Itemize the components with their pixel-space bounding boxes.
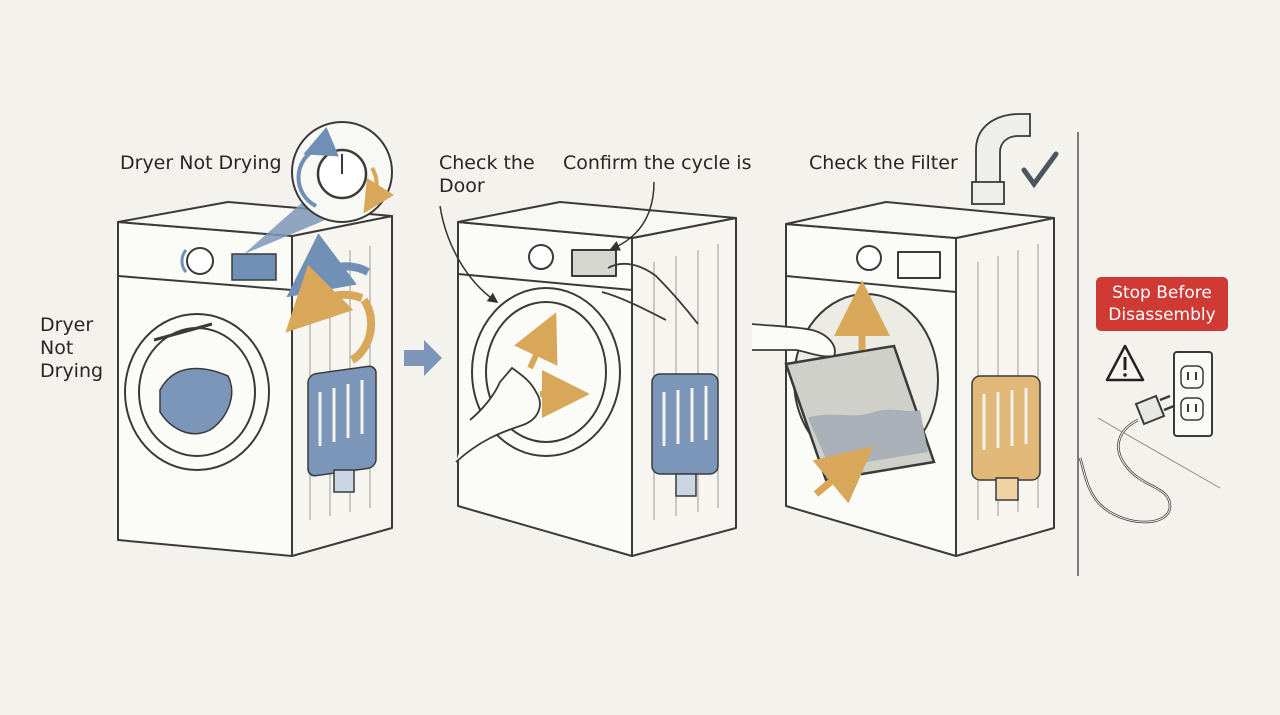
stop-before-disassembly-badge: Stop Before Disassembly: [1096, 277, 1228, 331]
dial-knob-icon: [180, 247, 277, 281]
confirm-cycle-label: Confirm the cycle is: [563, 152, 752, 174]
stop-badge-line-2: Disassembly: [1108, 305, 1216, 325]
panel1-side-label: Dryer Not Drying: [40, 314, 103, 383]
warning-triangle-icon: [1105, 344, 1145, 382]
checkmark-icon: [1021, 151, 1059, 189]
right-arrow-icon: [404, 340, 442, 376]
check-door-label: Check the Door: [439, 152, 535, 198]
panel1-title: Dryer Not Drying: [120, 152, 282, 174]
hand-icon: [751, 323, 836, 358]
airflow-arrow-icon: [812, 280, 890, 504]
laundry-icon: [153, 322, 233, 435]
stop-badge-line-1: Stop Before: [1112, 283, 1212, 303]
panel1-side-line-3: Drying: [40, 360, 104, 382]
cycle-leader-line: [609, 181, 655, 251]
wall-outlet-icon: [1173, 351, 1213, 437]
rotation-arrow-icon: [285, 233, 376, 364]
hand-icon: [455, 262, 699, 463]
heating-element-icon: [307, 365, 377, 493]
panel1-side-line-1: Dryer: [40, 314, 94, 336]
heating-element-icon: [651, 373, 719, 497]
panel1-side-line-2: Not: [40, 337, 74, 359]
arrow-icon: [514, 312, 590, 418]
check-door-line-2: Door: [439, 175, 485, 197]
heating-element-icon: [971, 375, 1041, 501]
floor-line: [1097, 417, 1221, 489]
check-filter-label: Check the Filter: [809, 152, 958, 174]
check-door-line-1: Check the: [439, 152, 535, 174]
vent-duct-icon: [971, 113, 1031, 205]
door-leader-line: [439, 205, 499, 304]
power-plug-icon: [1078, 394, 1175, 524]
dial-callout: [244, 121, 395, 254]
